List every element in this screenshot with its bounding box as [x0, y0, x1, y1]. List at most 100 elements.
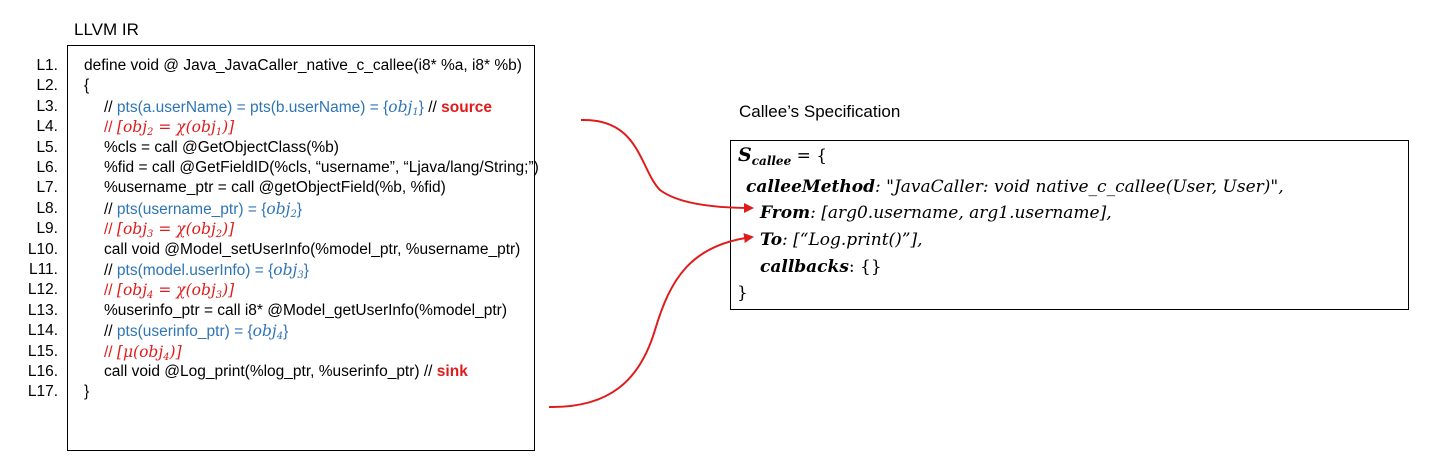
code-segment: = χ(obj: [153, 281, 216, 300]
spec-callee-method: calleeMethod: "JavaCaller: void native_c…: [746, 177, 1284, 197]
code-segment: //: [104, 221, 117, 239]
line-number: L4.: [36, 118, 58, 136]
code-line: call void @Model_setUserInfo(%model_ptr,…: [104, 241, 520, 259]
code-segment: //: [423, 98, 442, 116]
code-line: call void @Log_print(%log_ptr, %userinfo…: [104, 363, 468, 381]
spec-close-brace: }: [737, 283, 748, 303]
sink-to-to-arrow: [548, 233, 754, 409]
line-number: L5.: [36, 138, 58, 156]
code-subscript: 3: [215, 290, 223, 302]
spec-from-key: From: [760, 203, 811, 223]
line-number: L9.: [36, 220, 58, 238]
spec-header: Scallee = {: [738, 144, 827, 168]
code-subscript: 4: [163, 351, 170, 363]
spec-close: }: [737, 283, 748, 303]
spec-from: From: [arg0.username, arg1.username],: [760, 203, 1112, 223]
code-segment: }: [84, 383, 90, 401]
code-segment: [obj: [116, 281, 148, 300]
code-line: {: [84, 77, 89, 95]
line-number: L15.: [27, 342, 58, 360]
code-segment: //: [104, 323, 117, 341]
llvm-ir-box: [67, 45, 535, 451]
code-line: // pts(username_ptr) = {obj2}: [104, 200, 302, 220]
code-segment: [obj: [116, 118, 148, 137]
code-segment: //: [104, 200, 117, 218]
code-line: define void @ Java_JavaCaller_native_c_c…: [84, 57, 522, 75]
spec-to-key: To: [760, 230, 783, 250]
code-segment: = χ(obj: [153, 220, 216, 239]
code-subscript: 3: [147, 229, 154, 241]
spec-callbacks: callbacks: {}: [760, 257, 882, 277]
code-segment: [μ(obj: [116, 342, 164, 361]
spec-to: To: [“Log.print()”],: [760, 230, 923, 250]
code-segment: %username_ptr = call @getObjectField(%b,…: [104, 179, 446, 197]
code-segment: pts(userinfo_ptr) = {: [116, 323, 253, 341]
spec-from-value: : [arg0.username, arg1.username],: [810, 203, 1112, 223]
code-segment: pts(username_ptr) = {: [116, 200, 267, 218]
code-line: %fid = call @GetFieldID(%cls, “username”…: [104, 159, 539, 177]
code-segment: )]: [169, 342, 182, 361]
code-segment: source: [441, 98, 492, 116]
code-line: // [obj2 = χ(obj1)]: [104, 118, 234, 138]
code-segment: %fid = call @GetFieldID(%cls, “username”…: [104, 159, 539, 176]
callee-spec-title: Callee’s Specification: [739, 102, 901, 121]
code-segment: }: [303, 262, 309, 279]
line-number: L17.: [27, 383, 58, 401]
code-segment: //: [104, 262, 117, 279]
code-segment: //: [104, 98, 117, 116]
code-segment: //: [104, 282, 117, 300]
spec-method-value: : "JavaCaller: void native_c_callee(User…: [875, 177, 1284, 197]
code-line: // pts(model.userInfo) = {obj3}: [104, 261, 309, 281]
spec-open: = {: [791, 146, 828, 166]
code-subscript: 4: [276, 331, 284, 343]
code-line: // [obj4 = χ(obj3)]: [104, 281, 234, 301]
code-segment: %cls = call @GetObjectClass(%b): [104, 138, 339, 156]
code-subscript: 1: [215, 127, 223, 139]
callee-spec-box: [730, 140, 1409, 310]
code-segment: }: [296, 200, 303, 218]
code-segment: pts(a.userName) = pts(b.userName) = {: [116, 98, 389, 116]
line-number: L1.: [36, 57, 58, 74]
line-number: L10.: [27, 240, 58, 258]
code-subscript: 2: [290, 208, 297, 220]
code-segment: pts(model.userInfo) = {: [116, 262, 274, 279]
spec-callbacks-key: callbacks: [760, 257, 849, 277]
code-subscript: 2: [147, 127, 154, 139]
code-line: %userinfo_ptr = call i8* @Model_getUserI…: [104, 302, 507, 320]
code-segment: obj: [273, 261, 298, 279]
line-number: L11.: [28, 261, 58, 278]
line-number: L3.: [36, 97, 58, 115]
code-subscript: 4: [147, 290, 154, 302]
code-line: %cls = call @GetObjectClass(%b): [104, 139, 339, 157]
code-segment: call void @Log_print(%log_ptr, %userinfo…: [104, 363, 437, 380]
spec-var-sub: callee: [751, 154, 792, 168]
line-number: L16.: [27, 363, 58, 380]
code-segment: [obj: [116, 220, 148, 239]
code-segment: define void @ Java_JavaCaller_native_c_c…: [84, 57, 522, 74]
line-number: L12.: [27, 281, 58, 299]
code-segment: obj: [388, 97, 413, 116]
code-line: }: [84, 383, 89, 401]
code-subscript: 1: [412, 106, 419, 118]
code-segment: //: [104, 119, 117, 137]
line-number: L7.: [36, 179, 58, 197]
code-subscript: 2: [215, 229, 223, 241]
code-segment: {: [84, 77, 90, 95]
code-segment: sink: [436, 363, 468, 380]
code-segment: obj: [252, 322, 277, 341]
code-segment: }: [418, 98, 424, 116]
code-segment: )]: [222, 118, 235, 137]
code-segment: }: [283, 323, 289, 341]
code-segment: %userinfo_ptr = call i8* @Model_getUserI…: [104, 301, 507, 319]
code-segment: = χ(obj: [153, 118, 216, 137]
code-line: // [μ(obj4)]: [104, 343, 182, 363]
code-line: // pts(userinfo_ptr) = {obj4}: [104, 322, 288, 342]
code-segment: call void @Model_setUserInfo(%model_ptr,…: [104, 240, 521, 258]
code-line: %username_ptr = call @getObjectField(%b,…: [104, 179, 446, 197]
llvm-ir-title: LLVM IR: [74, 20, 139, 39]
line-number: L2.: [36, 77, 58, 95]
spec-callbacks-value: : {}: [848, 257, 882, 277]
code-segment: obj: [266, 199, 291, 218]
line-number: L6.: [36, 159, 58, 176]
spec-method-key: calleeMethod: [746, 177, 875, 197]
